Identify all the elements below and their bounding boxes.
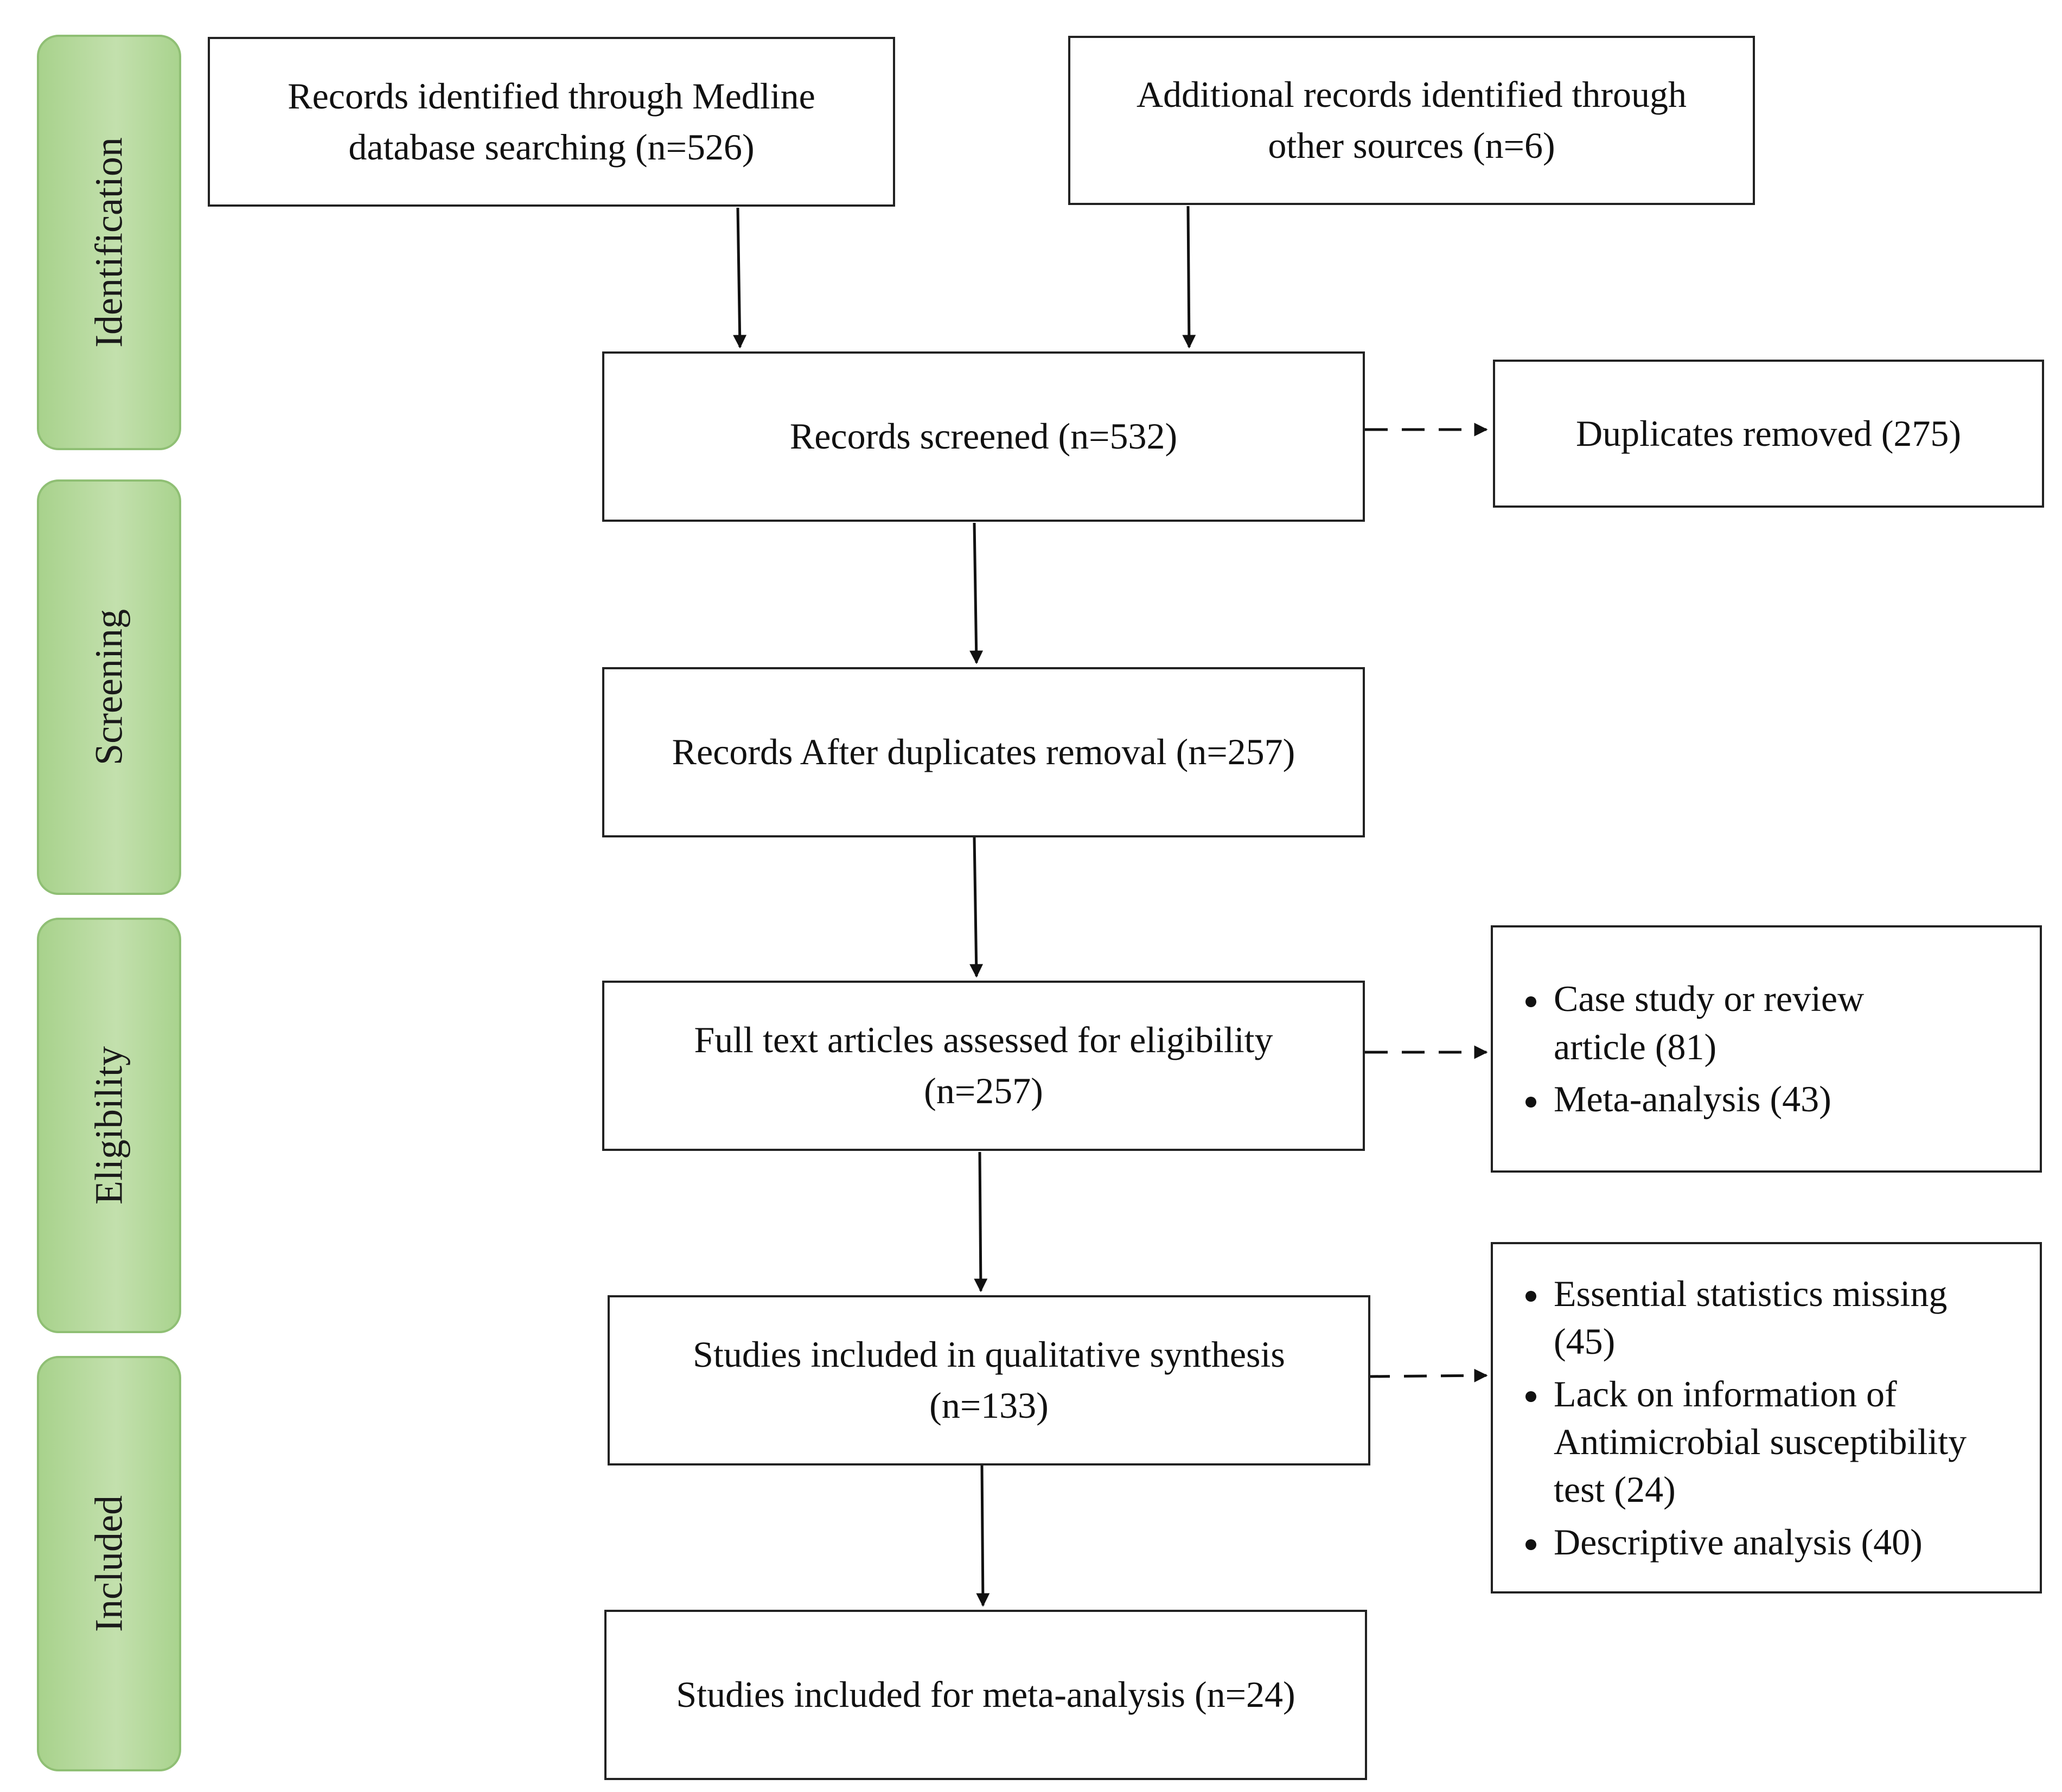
exclusion-item: Essential statistics missing (45) — [1515, 1270, 1997, 1366]
box-meta-analysis: Studies included for meta-analysis (n=24… — [604, 1610, 1367, 1780]
exclusion-item: Descriptive analysis (40) — [1515, 1518, 1997, 1566]
box-text: Records identified through Medline datab… — [288, 75, 815, 168]
box-text: Records After duplicates removal (n=257) — [672, 731, 1295, 773]
box-after-duplicates-removal: Records After duplicates removal (n=257) — [602, 667, 1365, 837]
box-text: Studies included in qualitative synthesi… — [693, 1334, 1285, 1426]
arrow-qualitative-to-meta — [976, 1464, 990, 1607]
box-text: Duplicates removed (275) — [1576, 412, 1961, 454]
exclusion-list: Essential statistics missing (45) Lack o… — [1515, 1270, 1997, 1566]
box-qualitative-synthesis: Studies included in qualitative synthesi… — [608, 1295, 1370, 1465]
box-text: Additional records identified through ot… — [1136, 74, 1687, 166]
exclusion-item: Meta-analysis (43) — [1515, 1075, 1959, 1123]
box-records-screened: Records screened (n=532) — [602, 351, 1365, 522]
phase-identification: Identification — [37, 35, 181, 450]
box-duplicates-removed: Duplicates removed (275) — [1493, 360, 2044, 508]
exclusion-item: Lack on information of Antimicrobial sus… — [1515, 1370, 1997, 1514]
box-text: Full text articles assessed for eligibil… — [694, 1019, 1273, 1111]
exclusion-list: Case study or review article (81) Meta-a… — [1515, 975, 1959, 1123]
phase-included: Included — [37, 1356, 181, 1771]
box-qualitative-exclusions: Essential statistics missing (45) Lack o… — [1491, 1242, 2042, 1593]
phase-eligibility: Eligibility — [37, 918, 181, 1333]
arrow-fulltext-to-qualitative — [974, 1151, 988, 1292]
arrow-other-to-screened — [1182, 206, 1196, 349]
exclusion-item: Case study or review article (81) — [1515, 975, 1959, 1071]
box-other-sources: Additional records identified through ot… — [1068, 36, 1755, 205]
box-medline-records: Records identified through Medline datab… — [208, 37, 895, 207]
box-text: Studies included for meta-analysis (n=24… — [676, 1674, 1295, 1716]
arrow-screened-to-after-duplicates — [969, 522, 984, 664]
box-text: Records screened (n=532) — [789, 415, 1178, 457]
arrow-medline-to-screened — [733, 207, 747, 349]
box-fulltext-assessed: Full text articles assessed for eligibil… — [602, 981, 1365, 1151]
box-eligibility-exclusions: Case study or review article (81) Meta-a… — [1491, 925, 2042, 1173]
arrow-after-duplicates-to-fulltext — [969, 837, 984, 978]
phase-screening: Screening — [37, 479, 181, 895]
dashed-arrow-to-qualitative-exclusions — [1367, 1368, 1488, 1383]
